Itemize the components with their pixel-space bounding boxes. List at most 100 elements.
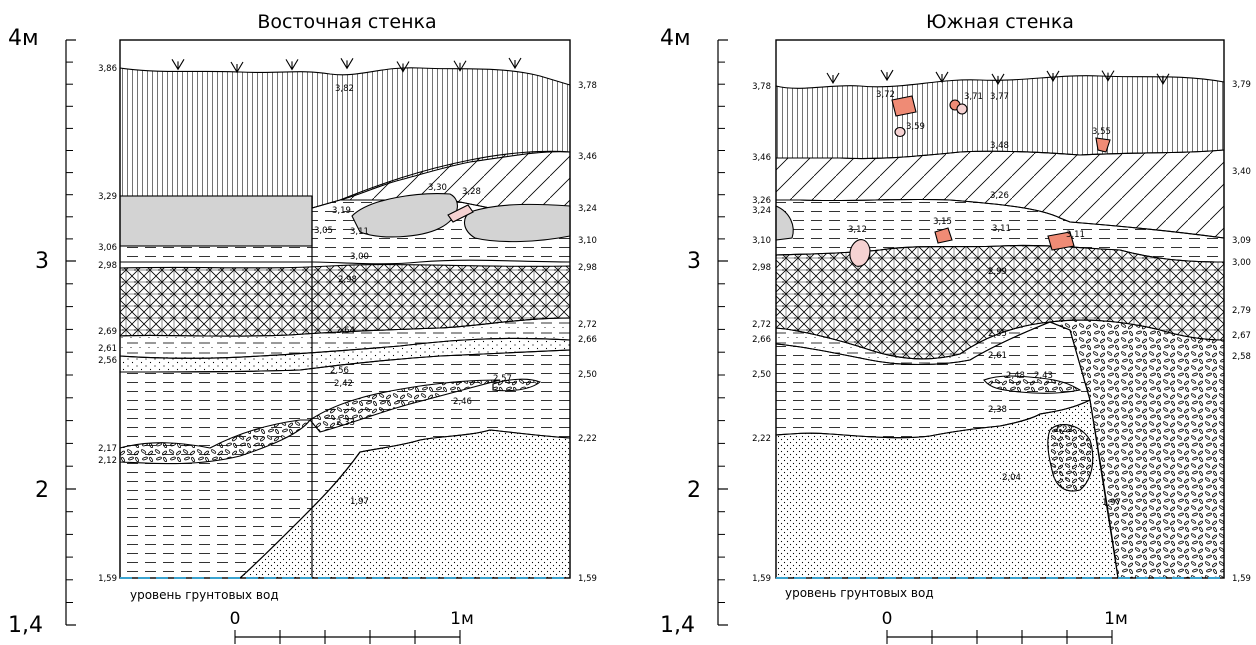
brick-fragment — [934, 227, 953, 244]
elevation-label: 2,66 — [578, 335, 597, 345]
axis-label-3: 3 — [687, 249, 701, 274]
east-layers — [119, 39, 571, 579]
elevation-label: 3,30 — [428, 183, 447, 193]
scale-one-meter: 1м — [450, 609, 474, 629]
elevation-label: 1,59 — [1232, 574, 1251, 584]
elevation-label: 2,55 — [988, 329, 1007, 339]
elevation-label: 3,24 — [578, 204, 597, 214]
elevation-label: 3,24 — [752, 206, 771, 216]
elevation-label: 2,61 — [988, 351, 1007, 361]
grass-mark — [171, 59, 185, 71]
elevation-label: 2,79 — [1232, 306, 1251, 316]
elevation-label: 3,00 — [350, 252, 369, 262]
elevation-label: 3,00 — [1232, 258, 1251, 268]
east-wall-section: Восточная стенка 4м 3 2 1,4 — [8, 11, 597, 644]
elevation-label: 2,12 — [98, 456, 117, 466]
grass-mark — [1046, 70, 1060, 83]
south-gravel-lens — [983, 375, 1082, 394]
elevation-label: 1,59 — [98, 574, 117, 584]
axis-label-1-4: 1,4 — [8, 613, 43, 638]
elevation-label: 2,72 — [752, 320, 771, 330]
grass-mark — [396, 61, 410, 73]
axis-label-2: 2 — [35, 478, 49, 503]
grass-marks — [171, 57, 522, 74]
stone-fragment — [849, 239, 871, 267]
stone-fragment — [894, 126, 906, 138]
elevation-label: 2,98 — [98, 261, 117, 271]
elevation-label: 2,58 — [1232, 352, 1251, 362]
south-wall-title: Южная стенка — [926, 11, 1074, 33]
east-depth-axis: 4м 3 2 1,4 — [8, 26, 76, 638]
grass-mark — [826, 72, 840, 85]
elevation-label: 2,98 — [752, 263, 771, 273]
elevation-label: 2,56 — [330, 366, 349, 376]
elevation-label: 2,56 — [98, 356, 117, 366]
axis-label-4m: 4м — [660, 26, 691, 51]
elevation-label: 3,46 — [752, 153, 771, 163]
elevation-label: 1,97 — [350, 497, 369, 507]
elevation-label: 3,55 — [1092, 127, 1111, 137]
elevation-label: 3,26 — [752, 196, 771, 206]
elevation-label: 2,38 — [988, 405, 1007, 415]
scale-one-meter: 1м — [1104, 609, 1128, 629]
clay-lens — [464, 203, 571, 243]
east-right-elevations: 3,78 3,46 3,24 3,10 2,98 2,72 2,66 2,50 … — [578, 81, 597, 584]
elevation-label: 2,50 — [578, 370, 597, 380]
groundwater-label: уровень грунтовых вод — [130, 588, 279, 602]
elevation-label: 2,48 — [1006, 371, 1025, 381]
elevation-label: 2,43 — [1034, 371, 1053, 381]
south-inner-elevations: 3,72 3,71 3,77 3,59 3,55 3,48 3,26 3,15 … — [848, 90, 1121, 508]
elevation-label: 3,79 — [1232, 80, 1251, 90]
south-wall-section: Южная стенка 4м 3 2 1,4 — [660, 11, 1251, 644]
axis-label-1-4: 1,4 — [660, 613, 695, 638]
elevation-label: 3,29 — [98, 192, 117, 202]
grass-mark — [991, 73, 1005, 85]
elevation-label: 3,78 — [752, 82, 771, 92]
elevation-label: 3,11 — [992, 224, 1011, 234]
elevation-label: 3,11 — [1066, 230, 1085, 240]
east-gravel-lens — [309, 379, 501, 433]
grass-mark — [880, 69, 894, 82]
grass-marks — [826, 69, 1170, 85]
elevation-label: 2,66 — [752, 335, 771, 345]
south-sand-layer — [775, 399, 1119, 579]
elevation-label: 3,09 — [1232, 236, 1251, 246]
stone-fragment — [956, 103, 968, 115]
elevation-label: 2,22 — [752, 434, 771, 444]
grass-mark — [1101, 70, 1115, 82]
elevation-label: 2,42 — [334, 379, 353, 389]
elevation-label: 3,15 — [933, 217, 952, 227]
elevation-label: 2,57 — [493, 374, 512, 384]
elevation-label: 3,48 — [990, 141, 1009, 151]
east-gravel-lens — [492, 378, 542, 392]
elevation-label: 3,86 — [98, 64, 117, 74]
south-gravel-lens — [1047, 424, 1094, 492]
elevation-label: 3,05 — [314, 226, 333, 236]
clay-lens — [119, 195, 313, 247]
east-gravel-lens — [119, 419, 312, 465]
elevation-label: 2,99 — [988, 267, 1007, 277]
elevation-label: 2,61 — [98, 344, 117, 354]
south-right-elevations: 3,79 3,40 3,09 3,00 2,79 2,67 2,58 1,59 — [1232, 80, 1251, 584]
elevation-label: 3,11 — [350, 227, 369, 237]
elevation-label: 3,77 — [990, 92, 1009, 102]
grass-mark — [285, 59, 299, 71]
south-left-elevations: 3,78 3,46 3,26 3,24 3,10 2,98 2,72 2,66 … — [752, 82, 771, 584]
axis-label-3: 3 — [35, 249, 49, 274]
south-scale-bar: 0 1м — [882, 609, 1128, 644]
groundwater-label: уровень грунтовых вод — [785, 586, 934, 600]
elevation-label: 3,10 — [752, 236, 771, 246]
elevation-label: 1,59 — [752, 574, 771, 584]
elevation-label: 2,98 — [578, 263, 597, 273]
elevation-label: 3,19 — [332, 206, 351, 216]
brick-fragment — [891, 95, 917, 117]
elevation-label: 3,78 — [578, 81, 597, 91]
east-sand-layer — [238, 429, 571, 579]
south-depth-axis: 4м 3 2 1,4 — [660, 26, 728, 638]
elevation-label: 2,69 — [98, 327, 117, 337]
scale-zero: 0 — [230, 609, 241, 629]
elevation-label: 2,72 — [578, 320, 597, 330]
axis-label-2: 2 — [687, 478, 701, 503]
elevation-label: 2,67 — [1232, 331, 1251, 341]
elevation-label: 3,82 — [335, 84, 354, 94]
